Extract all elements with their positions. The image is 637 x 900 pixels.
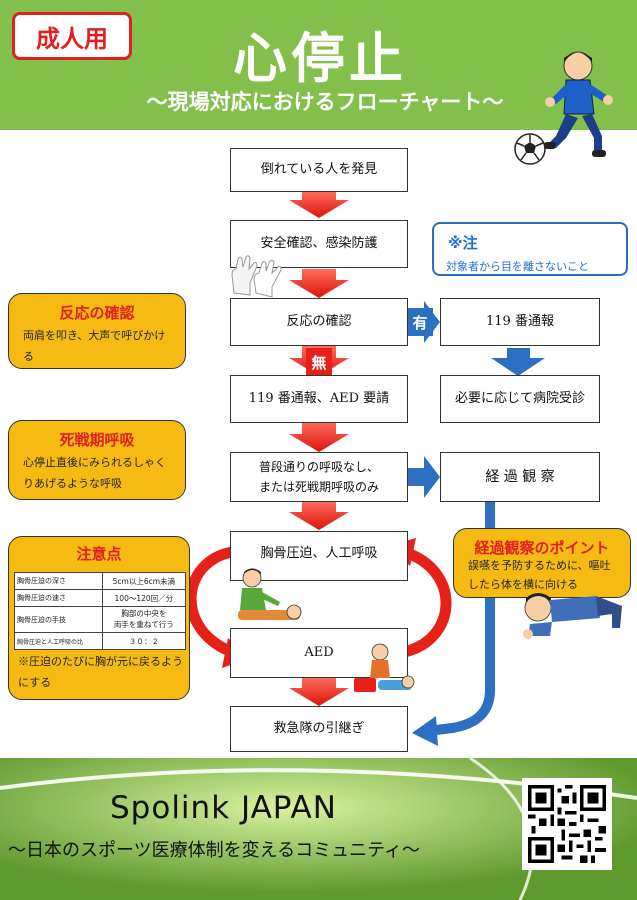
note-text: 対象者から目を離さないこと	[446, 260, 589, 273]
recovery-position-icon	[523, 593, 622, 639]
footer-title: Spolink JAPAN	[110, 790, 337, 826]
page-subtitle: ～現場対応におけるフローチャート～	[146, 90, 504, 114]
table-cell-label: 胸骨圧迫の手技	[14, 606, 103, 633]
response-panel-title: 反応の確認	[59, 304, 135, 322]
response-panel: 反応の確認 両肩を叩き、大声で呼びかける	[8, 293, 186, 369]
page-title: 心停止	[233, 27, 407, 90]
aed-illustration-icon	[354, 643, 415, 692]
table-cell-value: 胸部の中央を 両手を重ねて行う	[101, 606, 187, 633]
call-119-box: 119 番通報	[440, 298, 600, 346]
observe-point-text: 誤嚥を予防するために、嘔吐したら体を横に向ける	[468, 559, 611, 591]
caution-footnote: ※圧迫のたびに胸が元に戻るようにする	[18, 655, 183, 689]
breathing-box: 普段通りの呼吸なし、 または死戦期呼吸のみ	[230, 452, 408, 502]
no-label: 無	[306, 348, 332, 376]
note-box: ※注 対象者から目を離さないこと	[432, 222, 628, 276]
response-check-box: 反応の確認	[230, 298, 408, 346]
call-119-aed-box: 119 番通報、AED 要請	[230, 375, 408, 423]
yes-label: 有	[407, 308, 433, 336]
caution-table: 胸骨圧迫の深さ 5cm以上6cm未満 胸骨圧迫の速さ 100～120回／分 胸骨…	[14, 572, 187, 650]
cpr-illustration-icon	[238, 568, 302, 620]
agonal-panel: 死戦期呼吸 心停止直後にみられるしゃくりあげるような呼吸	[8, 420, 186, 500]
gloves-icon	[231, 255, 282, 298]
soccer-player-icon	[544, 51, 613, 157]
table-row: 胸骨圧迫の手技 胸部の中央を 両手を重ねて行う	[14, 606, 187, 633]
caution-panel-title: 注意点	[76, 545, 122, 563]
qr-code-icon[interactable]	[522, 778, 612, 870]
safety-box: 安全確認、感染防護	[230, 220, 408, 268]
table-row: 胸骨圧迫の深さ 5cm以上6cm未満	[14, 572, 187, 590]
breathing-line-2: または死戦期呼吸のみ	[258, 480, 379, 494]
observe-box: 経 過 観 察	[440, 452, 600, 502]
table-row: 胸骨圧迫の速さ 100～120回／分	[14, 589, 187, 607]
observe-point-panel: 経過観察のポイント 誤嚥を予防するために、嘔吐したら体を横に向ける	[453, 528, 631, 598]
note-title: ※注	[448, 234, 478, 252]
response-panel-text: 両肩を叩き、大声で呼びかける	[23, 329, 166, 363]
table-cell-value: 5cm以上6cm未満	[101, 572, 187, 590]
handover-box: 救急隊の引継ぎ	[230, 706, 408, 752]
table-cell-value: ３０：２	[101, 632, 187, 650]
adult-badge: 成人用	[12, 12, 132, 60]
agonal-panel-title: 死戦期呼吸	[59, 431, 135, 449]
discover-box: 倒れている人を発見	[230, 148, 408, 192]
table-cell-value: 100～120回／分	[101, 589, 187, 607]
table-cell-label: 胸骨圧迫の深さ	[14, 572, 103, 590]
breathing-line-1: 普段通りの呼吸なし、	[258, 459, 379, 474]
table-cell-label: 胸骨圧迫の速さ	[14, 589, 103, 607]
observe-point-title: 経過観察のポイント	[474, 539, 610, 557]
soccer-ball-icon	[514, 133, 546, 165]
agonal-panel-text: 心停止直後にみられるしゃくりあげるような呼吸	[23, 456, 166, 490]
footer-subtitle: ～日本のスポーツ医療体制を変えるコミュニティ～	[8, 840, 421, 861]
table-cell-label: 胸骨圧迫と人工呼吸の比	[14, 632, 103, 650]
hospital-box: 必要に応じて病院受診	[440, 375, 600, 423]
table-row: 胸骨圧迫と人工呼吸の比 ３０：２	[14, 632, 187, 650]
